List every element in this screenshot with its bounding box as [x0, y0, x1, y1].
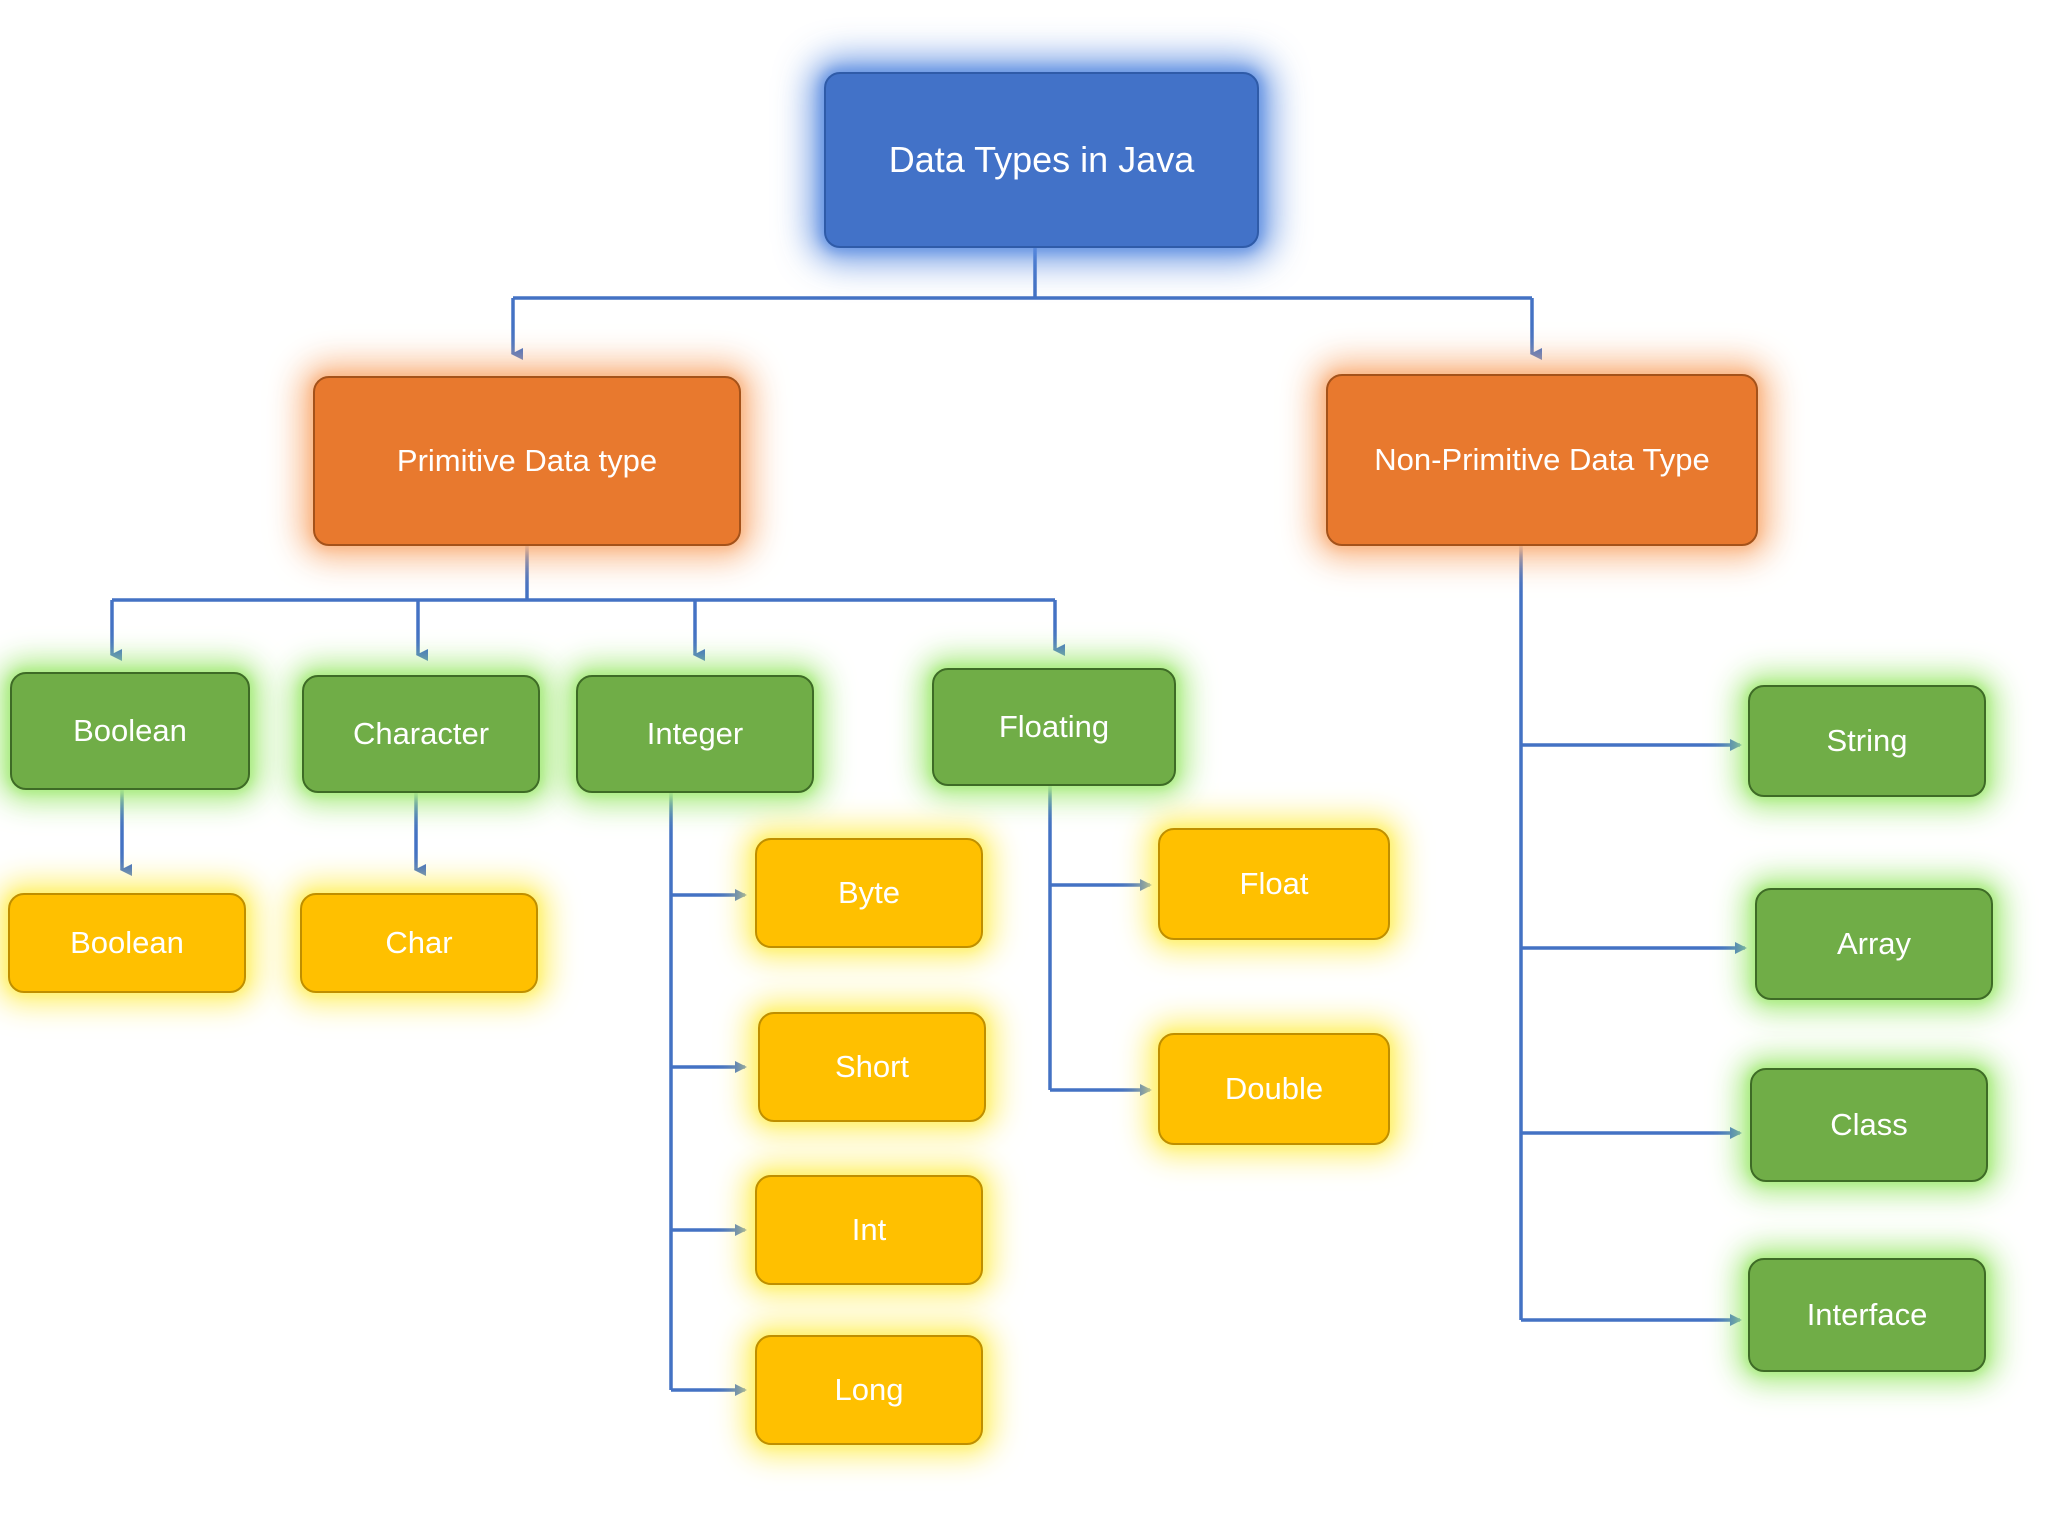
- node-category-boolean[interactable]: Boolean: [10, 672, 250, 790]
- node-type-int[interactable]: Int: [755, 1175, 983, 1285]
- node-label: Byte: [837, 874, 901, 910]
- node-label: Long: [834, 1371, 904, 1407]
- node-type-double[interactable]: Double: [1158, 1033, 1390, 1145]
- node-type-boolean[interactable]: Boolean: [8, 893, 246, 993]
- node-type-float[interactable]: Float: [1158, 828, 1390, 940]
- node-label: Float: [1239, 865, 1309, 901]
- node-label: Short: [834, 1048, 910, 1084]
- node-label: String: [1826, 722, 1908, 758]
- node-label: Interface: [1806, 1296, 1928, 1332]
- node-type-string[interactable]: String: [1748, 685, 1986, 797]
- node-label: Boolean: [70, 924, 184, 960]
- node-label: Class: [1830, 1106, 1908, 1142]
- node-type-short[interactable]: Short: [758, 1012, 986, 1122]
- node-type-class[interactable]: Class: [1750, 1068, 1988, 1182]
- edge-integer-to-types: [669, 788, 747, 1396]
- edge-primitive-to-categories: [110, 545, 1065, 661]
- node-label: Character: [352, 715, 490, 751]
- node-label: Int: [851, 1211, 887, 1247]
- node-label: Data Types in Java: [888, 138, 1195, 180]
- edge-nonprimitive-to-types: [1519, 545, 1747, 1326]
- node-category-floating[interactable]: Floating: [932, 668, 1176, 786]
- node-type-char[interactable]: Char: [300, 893, 538, 993]
- node-label: Primitive Data type: [396, 442, 658, 478]
- node-label: Boolean: [73, 712, 187, 748]
- node-type-interface[interactable]: Interface: [1748, 1258, 1986, 1372]
- node-category-integer[interactable]: Integer: [576, 675, 814, 793]
- node-type-byte[interactable]: Byte: [755, 838, 983, 948]
- node-label: Char: [385, 924, 453, 960]
- node-label: Array: [1836, 925, 1912, 961]
- node-label: Non-Primitive Data Type: [1374, 441, 1710, 477]
- node-root-data-types-in-java[interactable]: Data Types in Java: [824, 72, 1259, 248]
- node-non-primitive-data-type[interactable]: Non-Primitive Data Type: [1326, 374, 1758, 546]
- edge-root-to-bus: [511, 248, 1542, 360]
- node-type-array[interactable]: Array: [1755, 888, 1993, 1000]
- edge-floating-to-types: [1048, 782, 1152, 1096]
- node-label: Integer: [646, 715, 744, 751]
- node-type-long[interactable]: Long: [755, 1335, 983, 1445]
- node-primitive-data-type[interactable]: Primitive Data type: [313, 376, 741, 546]
- node-category-character[interactable]: Character: [302, 675, 540, 793]
- node-label: Floating: [998, 708, 1110, 744]
- node-label: Double: [1224, 1070, 1324, 1106]
